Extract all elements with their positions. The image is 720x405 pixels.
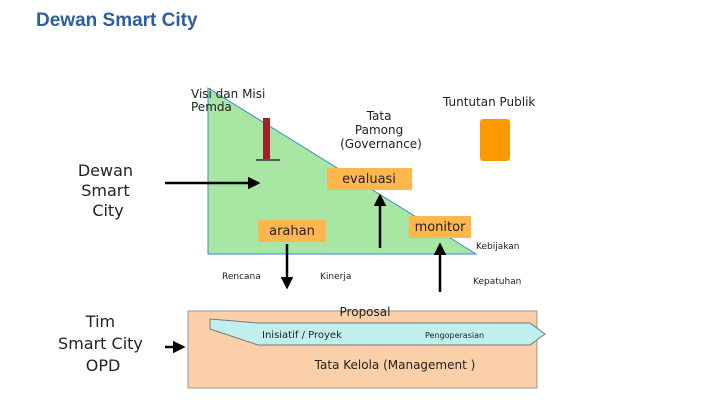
management-band-arrow [209, 318, 546, 346]
kinerja-label: Kinerja [320, 272, 351, 282]
visi-misi-label: Visi dan Misi Pemda [191, 87, 269, 114]
kebijakan-label: Kebijakan [476, 242, 520, 252]
dewan-smart-city-label: Dewan Smart City [78, 161, 138, 220]
arahan-box [258, 220, 326, 242]
inisiatif-label: Inisiatif / Proyek [262, 330, 342, 341]
rencana-label: Rencana [222, 272, 261, 282]
monitor-box [409, 216, 471, 238]
monitor-label: monitor [415, 220, 467, 235]
visi-misi-bar [263, 118, 270, 160]
tata-pamong-label: Tata Pamong (Governance) [340, 109, 422, 151]
tata-kelola-label: Tata Kelola (Management ) [314, 358, 476, 372]
page-title: Dewan Smart City [36, 10, 198, 31]
pengoperasian-label: Pengoperasian [425, 331, 484, 340]
proposal-label: Proposal [340, 305, 391, 319]
evaluasi-label: evaluasi [342, 172, 396, 187]
evaluasi-box [327, 168, 412, 190]
tim-smart-city-opd-label: Tim Smart City OPD [58, 312, 148, 375]
tuntutan-publik-bar [480, 119, 510, 161]
tuntutan-publik-label: Tuntutan Publik [442, 95, 535, 109]
kepatuhan-label: Kepatuhan [473, 277, 521, 287]
arahan-label: arahan [269, 224, 315, 239]
